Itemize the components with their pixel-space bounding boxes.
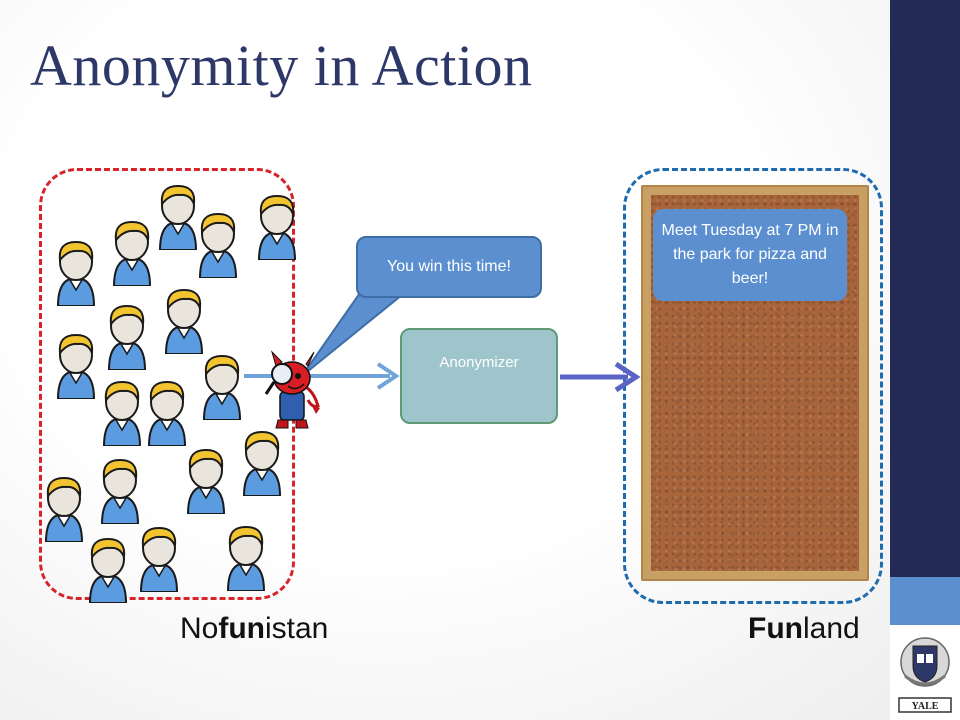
yale-shield-icon: YALE bbox=[898, 637, 952, 713]
sidebar-decoration-top bbox=[890, 0, 960, 577]
arrow-to-funland bbox=[560, 362, 641, 392]
person-icon bbox=[227, 526, 265, 591]
person-icon bbox=[148, 381, 186, 446]
person-icon bbox=[108, 305, 146, 370]
speech-bubble-tail bbox=[301, 290, 410, 377]
person-icon bbox=[103, 381, 141, 446]
person-icon bbox=[101, 459, 139, 524]
person-icon bbox=[140, 527, 178, 592]
person-icon bbox=[89, 538, 127, 603]
anonymizer-box: Anonymizer bbox=[400, 328, 558, 424]
person-icon bbox=[159, 185, 197, 250]
person-icon bbox=[203, 355, 241, 420]
person-icon bbox=[165, 289, 203, 354]
person-icon bbox=[113, 221, 151, 286]
person-icon bbox=[187, 449, 225, 514]
speech-bubble: You win this time! bbox=[356, 236, 542, 298]
person-icon bbox=[57, 334, 95, 399]
slide-title: Anonymity in Action bbox=[30, 33, 533, 98]
person-icon bbox=[243, 431, 281, 496]
person-icon bbox=[57, 241, 95, 306]
funland-label: Funland bbox=[748, 612, 860, 645]
sidebar-decoration-middle bbox=[890, 577, 960, 625]
devil-spy-icon bbox=[264, 350, 320, 429]
svg-text:YALE: YALE bbox=[912, 701, 939, 712]
arrow-to-anonymizer bbox=[244, 362, 400, 390]
nofunistan-label: Nofunistan bbox=[180, 612, 329, 645]
posted-message-note: Meet Tuesday at 7 PM in the park for piz… bbox=[653, 209, 847, 301]
person-icon bbox=[258, 195, 296, 260]
person-icon bbox=[45, 477, 83, 542]
person-icon bbox=[199, 213, 237, 278]
